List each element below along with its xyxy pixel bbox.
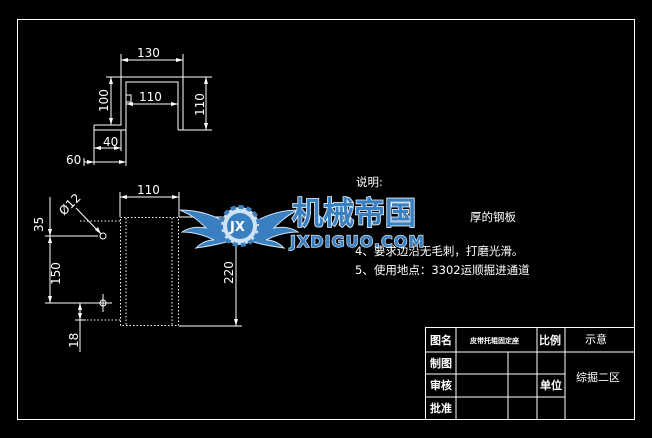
notes-line-4: 4、要求边沿无毛刺，打磨光滑。 (355, 244, 523, 258)
mounting-hole (99, 232, 107, 240)
watermark-wing-right (247, 209, 300, 249)
watermark-name: 机械帝国 (292, 196, 416, 232)
notes-line-3: 厚的钢板 (470, 210, 516, 224)
dim-220: 220 (222, 261, 236, 284)
tb-label-name: 图名 (430, 333, 452, 347)
dim-18: 18 (67, 333, 81, 348)
top-view-profile-inner (94, 81, 179, 131)
dim-110-front: 110 (137, 183, 160, 197)
dim-110-right: 110 (193, 93, 207, 116)
watermark-wing-left (179, 209, 233, 249)
tb-unit-value: 综掘二区 (576, 370, 620, 384)
front-view-outline (120, 217, 179, 326)
watermark-badge: JX (229, 220, 245, 235)
dim-35: 35 (32, 217, 46, 232)
dim-100: 100 (97, 89, 111, 112)
drawing-border (17, 19, 635, 420)
top-view: 130 110 100 110 40 60 (66, 46, 212, 167)
tb-label-scale: 比例 (539, 333, 561, 347)
dim-150: 150 (49, 262, 63, 285)
dim-hole-diameter: Ø12 (56, 191, 83, 218)
tb-drawing-name: 皮带托辊固定座 (469, 336, 519, 345)
tb-scale-value: 示意 (585, 332, 607, 346)
tb-label-unit: 单位 (540, 378, 562, 392)
tb-label-review: 审核 (430, 378, 452, 392)
notes-line-5: 5、使用地点：3302运顺掘进通道 (355, 263, 530, 277)
dim-130: 130 (137, 46, 160, 60)
watermark: JX 机械帝国 JXDIGUO.COM (179, 195, 425, 252)
front-view: 110 Ø12 35 150 220 18 (32, 183, 242, 352)
notes-title: 说明: (356, 175, 383, 189)
title-block: 图名 皮带托辊固定座 比例 示意 制图 审核 批准 单位 综掘二区 (425, 327, 635, 420)
dim-110-inner: 110 (139, 90, 162, 104)
dim-60: 60 (66, 153, 81, 167)
notes: 说明: 厚的钢板 4、要求边沿无毛刺，打磨光滑。 5、使用地点：3302运顺掘进… (355, 175, 530, 277)
dim-40: 40 (103, 135, 118, 149)
tb-label-drawn: 制图 (430, 356, 452, 370)
watermark-url: JXDIGUO.COM (289, 232, 425, 251)
tb-label-approve: 批准 (430, 401, 452, 415)
